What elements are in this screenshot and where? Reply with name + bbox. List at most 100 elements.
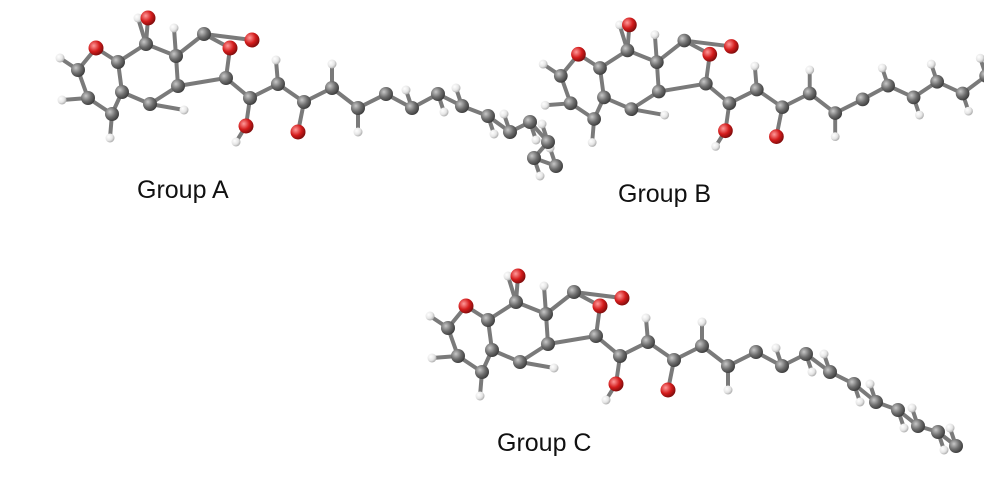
oxygen-atom [614,290,630,306]
carbon-atom [243,91,257,105]
oxygen-atom [571,46,586,62]
oxygen-atom [622,17,637,33]
hydrogen-atom [939,445,949,455]
oxygen-atom [290,124,306,140]
hydrogen-atom [489,129,499,139]
carbon-atom [219,71,233,85]
hydrogen-atom [133,13,143,23]
hydrogen-atom [549,363,559,373]
hydrogen-atom [231,137,241,147]
carbon-atom [587,112,601,126]
hydrogen-atom [503,271,513,281]
carbon-atom [620,43,635,58]
hydrogen-atom [540,100,550,110]
hydrogen-atom [865,379,875,389]
carbon-atom [139,37,153,51]
hydrogen-atom [697,317,707,327]
hydrogen-atom [807,367,817,377]
carbon-atom [930,74,944,89]
hydrogen-atom [926,59,936,69]
carbon-atom [911,419,925,433]
bond [202,32,254,42]
carbon-atom [749,82,764,97]
carbon-atom [649,55,664,69]
oxygen-atom [718,123,733,139]
carbon-atom [931,425,945,439]
carbon-atom [775,359,789,373]
carbon-atom [451,349,465,363]
group-c-label: Group C [497,429,592,457]
hydrogen-atom [805,65,815,75]
oxygen-atom [510,268,526,284]
carbon-atom [979,69,984,83]
hydrogen-atom [539,281,549,291]
carbon-atom [527,151,541,165]
carbon-atom [549,159,563,173]
oxygen-atom [244,32,260,48]
carbon-atom [823,365,837,379]
carbon-atom [651,84,666,99]
hydrogen-atom [899,423,909,433]
carbon-atom [171,79,185,93]
hydrogen-atom [57,95,67,105]
carbon-atom [169,49,183,63]
carbon-atom [613,349,627,363]
hydrogen-atom [945,423,955,433]
carbon-atom [485,343,499,357]
carbon-atom [503,125,517,139]
carbon-atom [271,77,285,91]
carbon-atom [799,347,813,361]
carbon-atom [351,101,365,115]
hydrogen-atom [750,61,760,71]
carbon-atom [541,337,555,351]
carbon-atom [624,102,639,117]
carbon-atom [802,86,817,101]
hydrogen-atom [499,109,509,119]
carbon-atom [297,95,311,109]
carbon-atom [949,439,963,453]
carbon-atom [475,365,489,379]
carbon-atom [81,91,95,105]
hydrogen-atom [711,141,721,151]
carbon-atom [325,81,339,95]
carbon-atom [541,135,555,149]
hydrogen-atom [537,119,547,129]
carbon-atom [509,295,523,309]
carbon-atom [775,100,790,115]
hydrogen-atom [771,343,781,353]
hydrogen-atom [830,132,840,142]
hydrogen-atom [907,403,917,413]
carbon-atom [115,85,129,99]
carbon-atom [455,99,469,113]
bond [682,38,734,49]
hydrogen-atom [587,138,597,147]
carbon-atom [481,313,495,327]
carbon-atom [379,87,393,101]
carbon-atom [481,109,495,123]
carbon-atom [677,33,692,48]
hydrogen-atom [877,63,887,73]
carbon-atom [431,87,445,101]
hydrogen-atom [615,20,625,30]
carbon-atom [955,86,970,101]
hydrogen-atom [975,53,984,63]
hydrogen-atom [535,171,545,181]
molecule-group-b [538,17,984,151]
oxygen-atom [723,39,739,54]
molecule-group-a [55,10,563,181]
carbon-atom [698,76,713,91]
carbon-atom [749,345,763,359]
molecule-group-c [425,268,963,455]
carbon-atom [405,101,419,115]
hydrogen-atom [601,395,611,405]
oxygen-atom [702,46,718,62]
carbon-atom [597,90,611,105]
bond [656,81,708,94]
hydrogen-atom [475,391,485,401]
carbon-atom [71,63,85,77]
carbon-atom [891,403,905,417]
carbon-atom [567,285,581,299]
bond [546,334,598,346]
hydrogen-atom [353,127,363,137]
hydrogen-atom [169,23,179,33]
